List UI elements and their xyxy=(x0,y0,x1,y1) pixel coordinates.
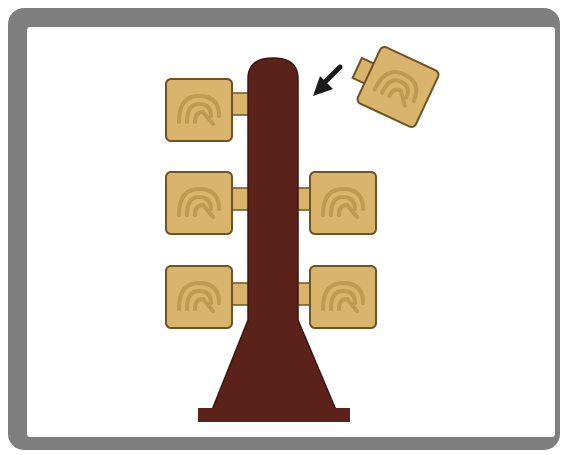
mounted-tab xyxy=(166,79,232,141)
mounted-tab xyxy=(310,172,376,234)
mounted-tab xyxy=(310,266,376,328)
post-base xyxy=(198,408,350,422)
mounted-tab xyxy=(166,172,232,234)
mounted-tab xyxy=(166,266,232,328)
